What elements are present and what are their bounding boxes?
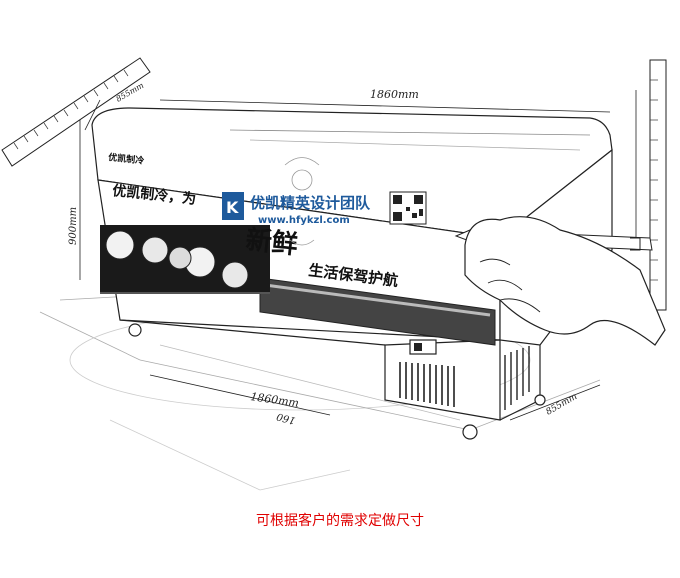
watermark-url: www.hfykzl.com	[258, 215, 350, 226]
caster-wheels	[128, 323, 546, 440]
bottom-width-label: 1860mm	[250, 390, 300, 410]
brand-line-text: 优凯制冷	[108, 151, 145, 167]
svg-text:K: K	[226, 198, 239, 217]
top-width-label: 1860mm	[370, 88, 419, 101]
right-ruler	[635, 59, 667, 311]
left-ruler	[1, 57, 151, 167]
control-display	[409, 339, 437, 355]
dimension-lines	[79, 99, 611, 421]
hand-with-pencil	[454, 216, 666, 346]
qr-code	[389, 191, 427, 225]
watermark: K 优凯精英设计团队 www.hfykzl.com	[222, 157, 371, 246]
vent-grille-side	[504, 346, 530, 410]
glass-strip	[259, 277, 496, 346]
watermark-name: 优凯精英设计团队	[250, 194, 371, 212]
vent-grille-front	[399, 362, 455, 407]
people-banner	[100, 225, 270, 294]
ruler-mark-label: 160	[275, 410, 297, 426]
caption-custom-size: 可根据客户的需求定做尺寸	[256, 513, 424, 529]
height-label: 900mm	[68, 207, 79, 245]
big-word-text: 新鲜	[244, 224, 299, 260]
